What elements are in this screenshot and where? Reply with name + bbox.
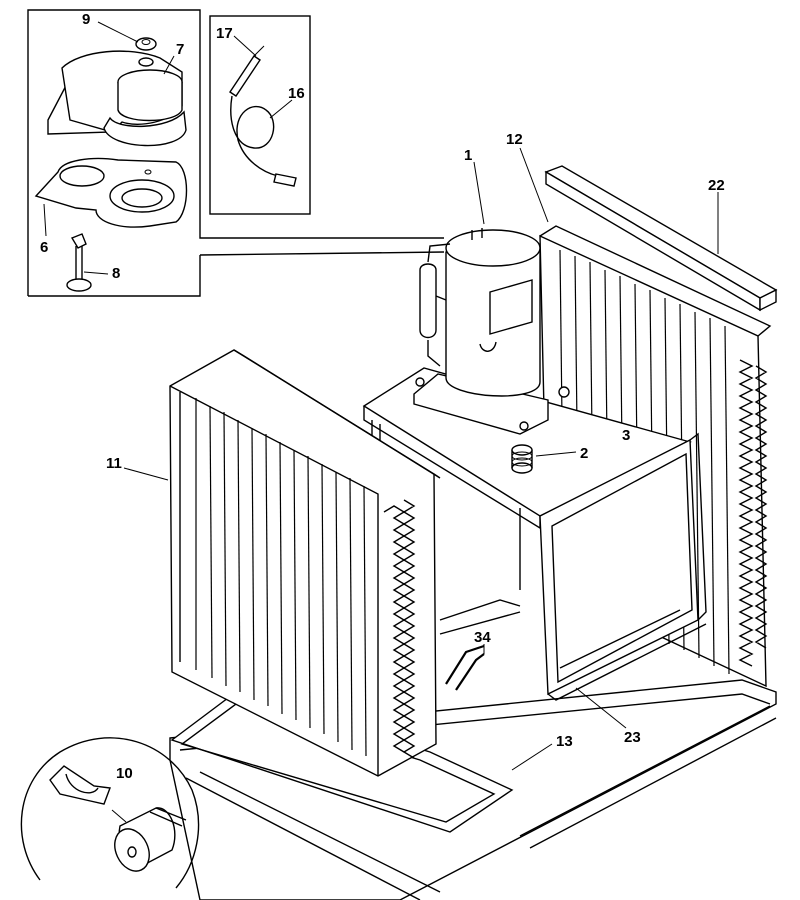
callout-17: 17	[216, 25, 233, 42]
callout-3: 3	[622, 427, 630, 444]
tube	[439, 599, 521, 691]
callout-6: 6	[40, 239, 48, 256]
drain-tray	[170, 691, 514, 833]
callout-8: 8	[112, 265, 120, 282]
callout-12: 12	[506, 131, 523, 148]
callout-1: 1	[464, 147, 472, 164]
callout-13: 13	[556, 733, 573, 750]
partition-panel	[539, 432, 707, 701]
callout-7: 7	[176, 41, 184, 58]
callout-11: 11	[106, 455, 122, 472]
callout-23: 23	[624, 729, 641, 746]
inset-sensor: 17 16	[209, 15, 311, 215]
callout-labels: 1 12 22 2 3 11 34 13 23	[106, 131, 725, 750]
grommet	[511, 444, 533, 474]
evaporator-coil	[169, 349, 441, 777]
blower-housing	[47, 50, 187, 147]
compressor	[413, 228, 570, 435]
callout-16: 16	[288, 85, 305, 102]
callout-22: 22	[708, 177, 725, 194]
callout-34: 34	[474, 629, 491, 646]
nut-9	[135, 37, 157, 67]
top-bracket	[544, 165, 778, 312]
inset-fan-motor: 9 7 6 8	[27, 9, 445, 297]
mounting-post	[66, 233, 92, 292]
mounting-plate	[34, 157, 188, 228]
leader-lines	[123, 147, 719, 771]
inset-motor-mount: 10	[20, 737, 200, 889]
callout-9: 9	[82, 11, 90, 28]
callout-10: 10	[116, 765, 133, 782]
callout-2: 2	[580, 445, 588, 462]
